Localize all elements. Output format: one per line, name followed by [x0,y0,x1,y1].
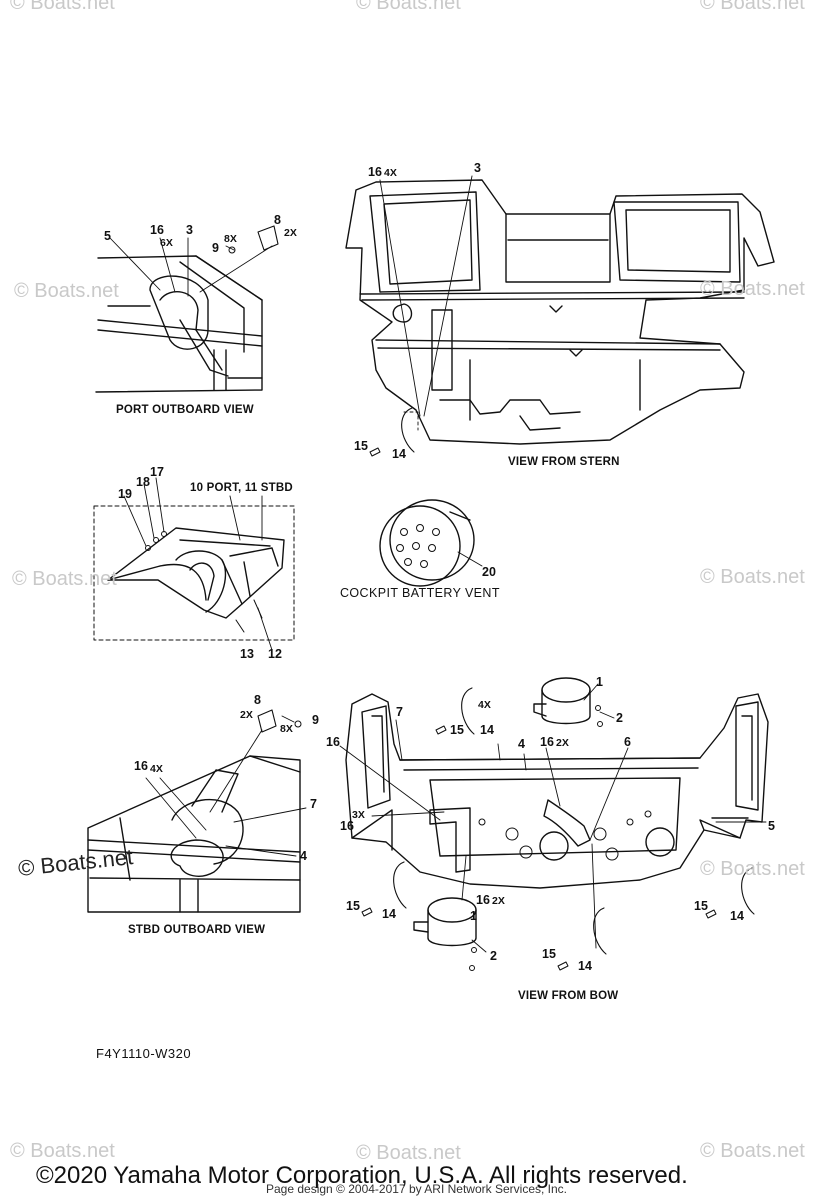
callout-16: 16 [476,893,490,907]
callout-15: 15 [354,439,368,453]
callout-4: 4 [518,737,525,751]
callout-14: 14 [730,909,744,923]
callout-6x: 6X [160,237,173,249]
callout-8: 8 [254,693,261,707]
callout-16: 16 [134,759,148,773]
duct-assembly-drawing [93,477,295,651]
watermark: © Boats.net [700,1140,805,1162]
callout-15: 15 [450,723,464,737]
callout-14: 14 [392,447,406,461]
battery-vent-drawing [379,499,483,587]
callout-2x: 2X [240,709,253,721]
watermark: © Boats.net [700,0,805,14]
callout-14: 14 [382,907,396,921]
callout-8: 8 [274,213,281,227]
callout-1: 1 [596,675,603,689]
port-outboard-drawing [95,225,279,393]
callout-15: 15 [346,899,360,913]
callout-16: 16 [340,819,354,833]
callout-6: 6 [624,735,631,749]
callout-2x: 2X [284,227,297,239]
callout-3: 3 [474,161,481,175]
stbd-outboard-caption: STBD OUTBOARD VIEW [128,924,266,936]
stern-view-drawing [345,175,775,457]
drawing-code: F4Y1110-W320 [96,1046,192,1061]
bow-view-caption: VIEW FROM BOW [518,990,619,1002]
callout-8x: 8X [224,233,237,245]
stbd-outboard-drawing [87,709,307,913]
callout-5: 5 [768,819,775,833]
callout-14: 14 [480,723,494,737]
port-outboard-caption: PORT OUTBOARD VIEW [116,404,254,416]
bow-view-drawing [339,677,769,971]
copyright-notice: ©2020 Yamaha Motor Corporation, U.S.A. A… [36,1162,688,1189]
callout-7: 7 [396,705,403,719]
callout-9: 9 [312,713,319,727]
watermark: © Boats.net [10,0,115,14]
callout-8x: 8X [280,723,293,735]
watermark: © Boats.net [700,278,805,300]
watermark: © Boats.net [700,566,805,588]
callout-16: 16 [326,735,340,749]
callout-5: 5 [104,229,111,243]
stern-view-caption: VIEW FROM STERN [508,456,620,468]
callout-19: 19 [118,487,132,501]
callout-9: 9 [212,241,219,255]
callout-14: 14 [578,959,592,973]
duct-part-label: 10 PORT, 11 STBD [190,482,293,494]
callout-13: 13 [240,647,254,661]
callout-18: 18 [136,475,150,489]
watermark: © Boats.net [356,1142,461,1164]
callout-16: 16 [540,735,554,749]
callout-4x: 4X [478,699,491,711]
watermark: © Boats.net [12,568,117,590]
callout-2: 2 [616,711,623,725]
callout-4x: 4X [384,167,397,179]
battery-vent-caption: COCKPIT BATTERY VENT [340,586,500,600]
watermark: © Boats.net [700,858,805,880]
callout-4: 4 [300,849,307,863]
callout-16: 16 [368,165,382,179]
watermark: © Boats.net [10,1140,115,1162]
callout-16: 16 [150,223,164,237]
callout-2: 2 [490,949,497,963]
callout-15: 15 [542,947,556,961]
callout-3x: 3X [352,809,365,821]
callout-15: 15 [694,899,708,913]
callout-2x: 2X [556,737,569,749]
callout-17: 17 [150,465,164,479]
watermark: © Boats.net [14,280,119,302]
callout-7: 7 [310,797,317,811]
callout-4x: 4X [150,763,163,775]
callout-2x: 2X [492,895,505,907]
callout-12: 12 [268,647,282,661]
page-design-credit: Page design © 2004-2017 by ARI Network S… [266,1182,568,1196]
callout-1: 1 [470,909,477,923]
watermark: © Boats.net [356,0,461,14]
callout-3: 3 [186,223,193,237]
callout-20: 20 [482,565,496,579]
